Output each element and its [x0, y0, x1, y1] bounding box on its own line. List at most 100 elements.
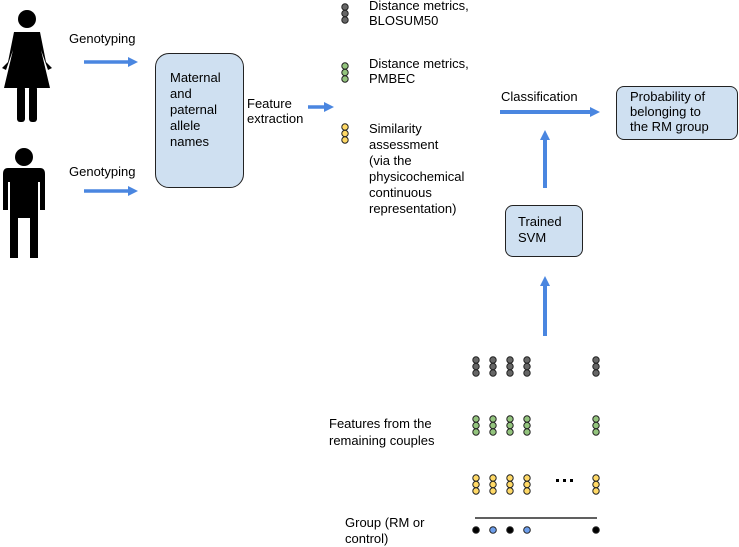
training-feature-dot-yellow: [592, 480, 600, 489]
training-feature-dot-green: [506, 428, 514, 436]
genotyping-label-female: Genotyping: [69, 31, 136, 46]
feature-line: Distance metrics,: [369, 0, 469, 13]
training-feature-dot-green: [523, 415, 531, 423]
female-person-icon: [2, 10, 52, 122]
allele-names-box: Maternal and paternal allele names: [155, 53, 244, 188]
feature-line: Similarity: [369, 121, 422, 136]
training-feature-dot-green: [506, 415, 514, 423]
feature-legend-dot-green: [341, 62, 349, 70]
training-feature-dot-yellow: [489, 474, 497, 482]
group-label: Group (RM or control): [345, 515, 424, 547]
training-feature-dot-yellow: [489, 480, 497, 489]
feature-pmbec-label: Distance metrics, PMBEC: [369, 56, 469, 86]
training-feature-dot-yellow: [472, 480, 480, 489]
feature-legend-dot-gray: [341, 9, 349, 18]
group-dot-black: [592, 526, 600, 534]
allele-box-line: paternal: [170, 102, 217, 117]
feature-line: BLOSUM50: [369, 13, 439, 28]
training-feature-dot-gray: [472, 362, 480, 371]
training-feature-dot-yellow: [472, 487, 480, 495]
training-feature-dot-gray: [472, 369, 480, 377]
feature-legend-dot-yellow: [341, 136, 349, 144]
training-feature-dot-green: [592, 421, 600, 430]
training-label-line: remaining couples: [329, 433, 435, 448]
training-feature-dot-gray: [592, 356, 600, 364]
training-label-line: Features from the: [329, 416, 432, 431]
training-feature-dot-green: [489, 428, 497, 436]
feature-extraction-line: Feature: [247, 96, 292, 111]
allele-box-line: Maternal: [170, 70, 221, 85]
group-dot-blue: [523, 526, 531, 534]
feature-line: Distance metrics,: [369, 56, 469, 71]
allele-box-line: names: [170, 134, 210, 149]
training-feature-dot-green: [489, 415, 497, 423]
feature-legend-dot-green: [341, 68, 349, 77]
training-feature-dot-gray: [523, 362, 531, 371]
feature-line: continuous: [369, 185, 432, 200]
group-label-line: control): [345, 531, 389, 546]
training-feature-dot-green: [472, 421, 480, 430]
output-box-line: belonging to: [630, 104, 701, 119]
feature-legend-dot-gray: [341, 16, 349, 24]
group-label-line: Group (RM or: [345, 515, 425, 530]
svm-box-line: Trained: [518, 214, 562, 229]
feature-legend-dot-yellow: [341, 129, 349, 138]
training-feature-dot-green: [592, 428, 600, 436]
feature-line: assessment: [369, 137, 439, 152]
training-feature-dot-yellow: [472, 474, 480, 482]
group-dot-black: [506, 526, 514, 534]
training-feature-dot-yellow: [506, 474, 514, 482]
training-feature-dot-green: [523, 421, 531, 430]
trained-svm-box: Trained SVM: [505, 205, 583, 257]
features-remaining-couples-label: Features from the remaining couples: [329, 415, 435, 449]
training-feature-dot-green: [523, 428, 531, 436]
training-feature-dot-yellow: [506, 487, 514, 495]
training-feature-dot-gray: [592, 362, 600, 371]
group-dot-blue: [489, 526, 497, 534]
allele-box-line: and: [170, 86, 192, 101]
training-feature-dot-yellow: [592, 487, 600, 495]
feature-legend-dot-yellow: [341, 123, 349, 131]
training-feature-dot-yellow: [506, 480, 514, 489]
training-feature-dot-green: [592, 415, 600, 423]
feature-similarity-label: Similarity assessment (via the physicoch…: [369, 121, 464, 217]
feature-blosum50-label: Distance metrics, BLOSUM50: [369, 0, 469, 28]
training-feature-dot-green: [472, 415, 480, 423]
training-feature-dot-green: [506, 421, 514, 430]
training-feature-dot-yellow: [592, 474, 600, 482]
feature-extraction-label: Feature extraction: [247, 96, 303, 126]
training-feature-dot-green: [472, 428, 480, 436]
ellipsis-dots: [556, 479, 573, 482]
feature-dots: [341, 3, 600, 534]
feature-line: physicochemical: [369, 169, 465, 184]
training-feature-dot-gray: [489, 369, 497, 377]
feature-line: (via the: [369, 153, 412, 168]
training-feature-dot-yellow: [523, 474, 531, 482]
feature-legend-dot-gray: [341, 3, 349, 11]
feature-line: representation): [369, 201, 457, 216]
training-feature-dot-gray: [506, 362, 514, 371]
training-feature-dot-gray: [489, 356, 497, 364]
classification-label: Classification: [501, 89, 578, 104]
training-feature-dot-gray: [489, 362, 497, 371]
output-box-line: the RM group: [630, 119, 709, 134]
training-feature-dot-gray: [592, 369, 600, 377]
group-dot-black: [472, 526, 480, 534]
probability-output-box: Probability of belonging to the RM group: [616, 86, 738, 140]
feature-legend-dot-green: [341, 75, 349, 83]
training-feature-dot-yellow: [489, 487, 497, 495]
training-feature-dot-green: [489, 421, 497, 430]
output-box-line: Probability of: [630, 89, 706, 104]
training-feature-dot-gray: [472, 356, 480, 364]
training-feature-dot-gray: [523, 356, 531, 364]
feature-extraction-line: extraction: [247, 111, 304, 126]
training-feature-dot-gray: [506, 369, 514, 377]
training-feature-dot-yellow: [523, 480, 531, 489]
allele-box-line: allele: [170, 118, 201, 133]
training-feature-dot-gray: [523, 369, 531, 377]
training-feature-dot-gray: [506, 356, 514, 364]
male-person-icon: [3, 148, 45, 258]
feature-line: PMBEC: [369, 71, 416, 86]
training-feature-dot-yellow: [523, 487, 531, 495]
